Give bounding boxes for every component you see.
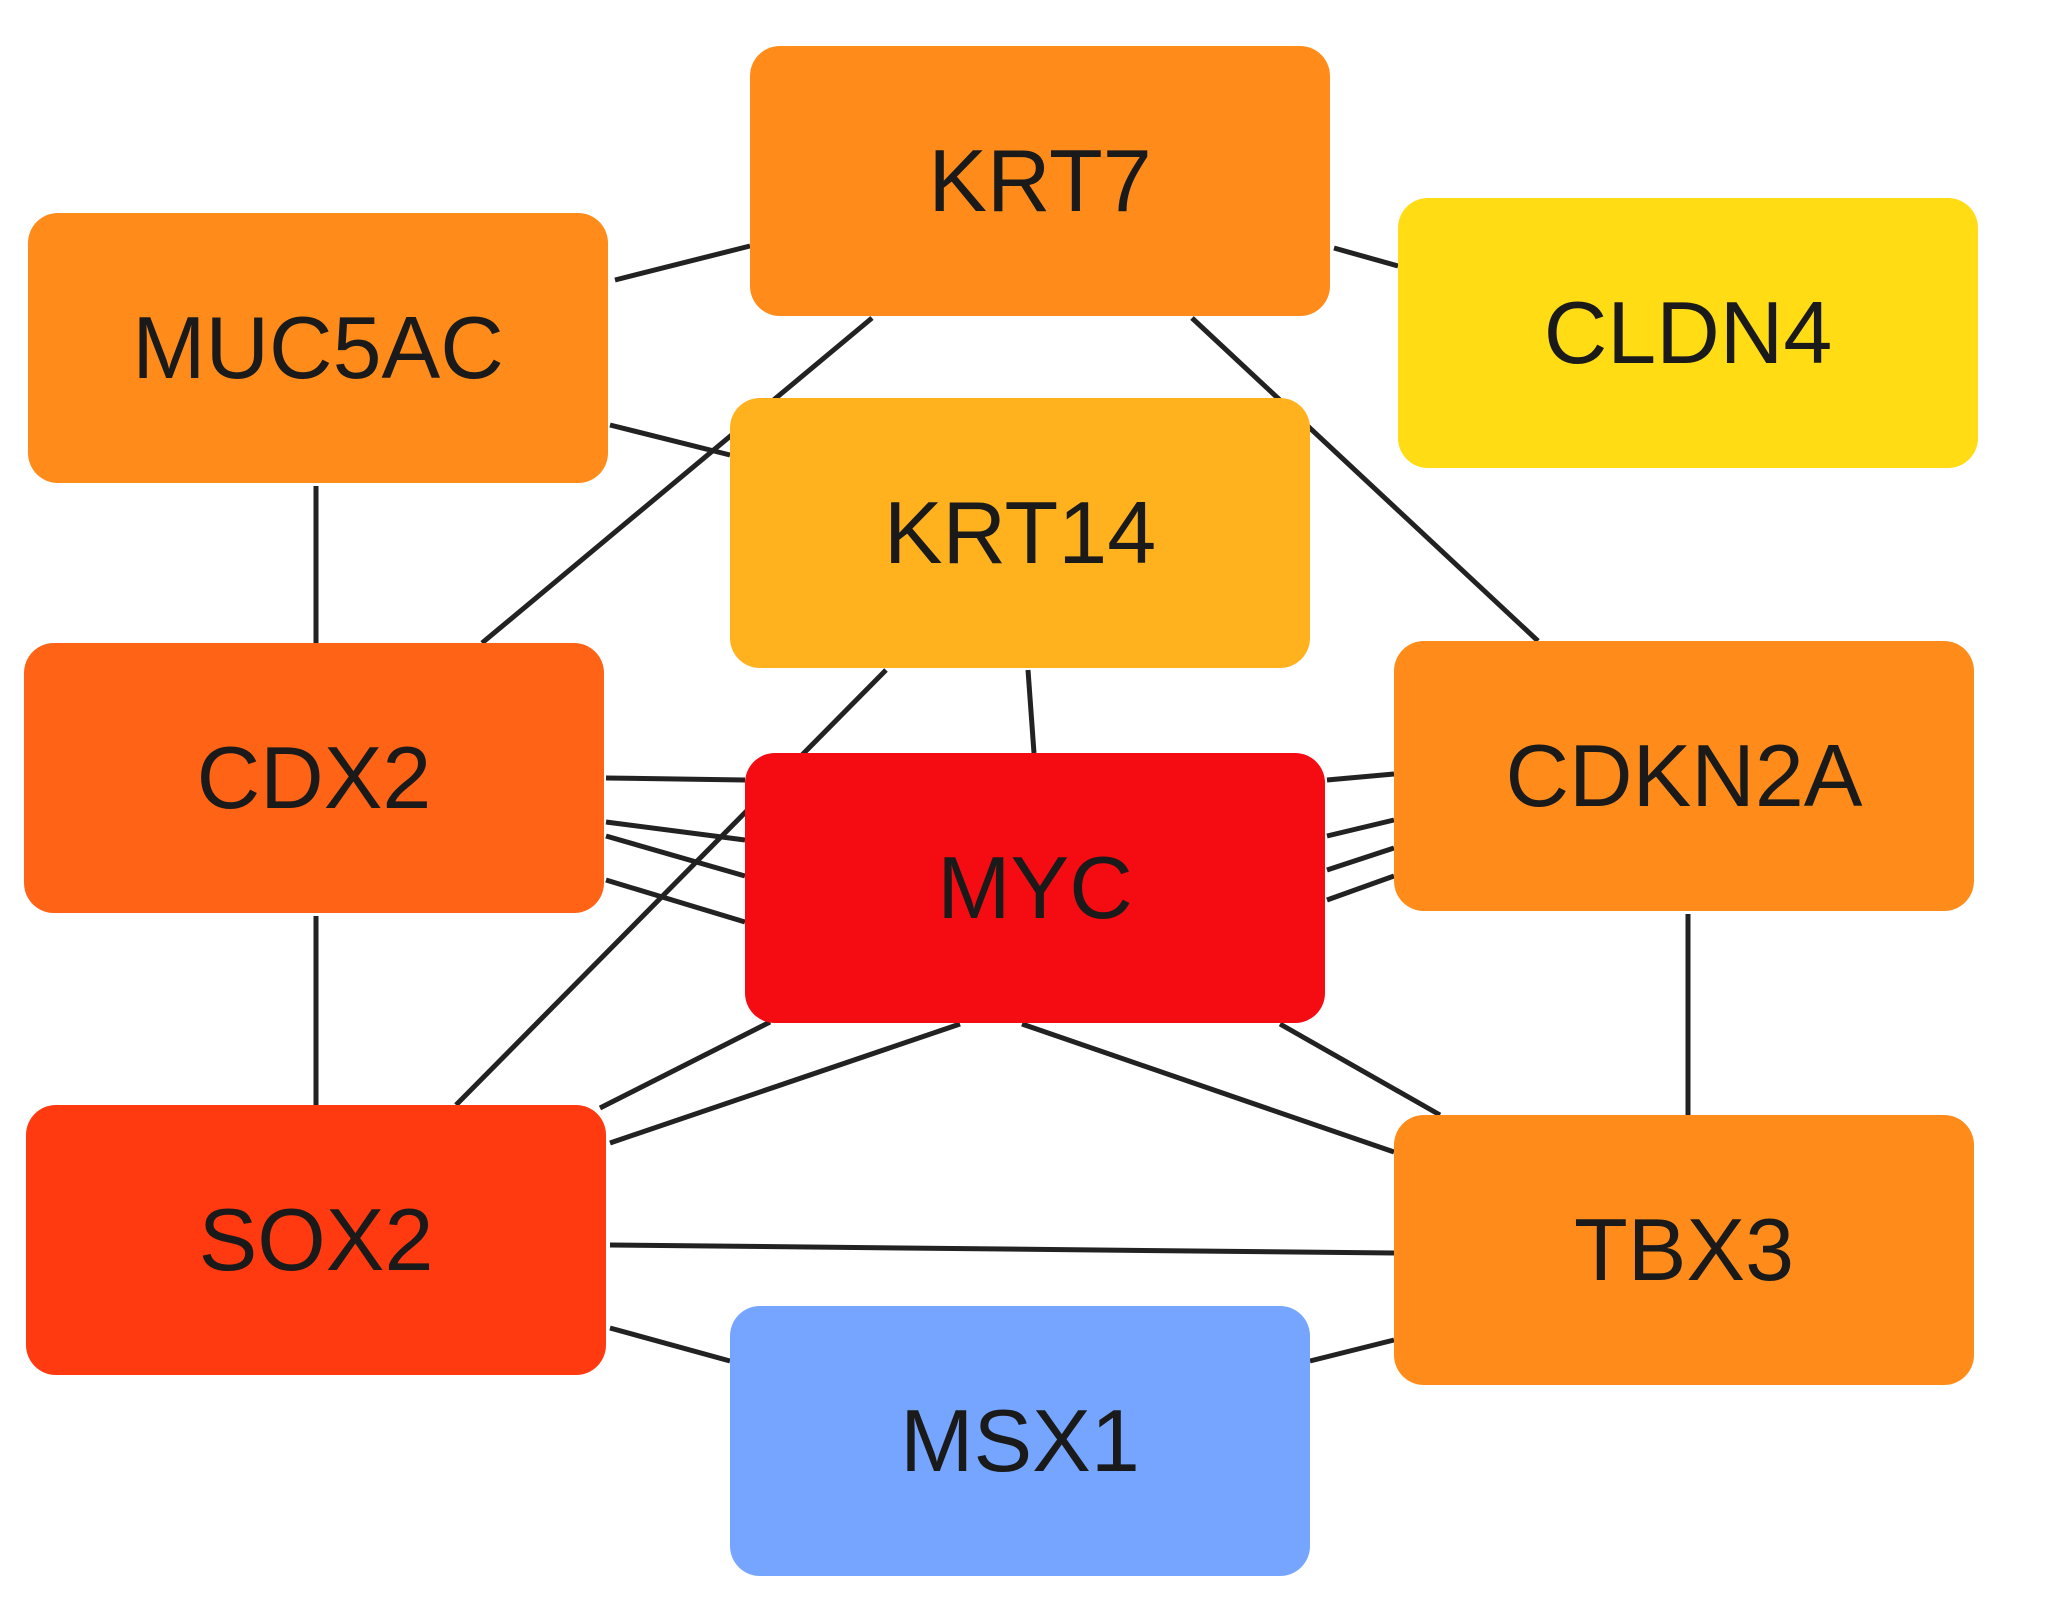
edge-myc-cdkn2a (1326, 771, 1395, 783)
node-cdkn2a[interactable]: CDKN2A (1394, 641, 1974, 911)
edge-myc-cdkn2a (1326, 873, 1395, 903)
edge-msx1-tbx3 (1309, 1337, 1395, 1364)
edge-sox2-tbx3 (609, 1242, 1395, 1256)
edge-krt14-myc (1025, 669, 1037, 754)
node-box[interactable] (24, 643, 604, 913)
edge-krt7-cdx2 (480, 316, 874, 645)
edge-krt14-sox2 (454, 668, 888, 1107)
edge-myc-cdkn2a (1326, 817, 1395, 839)
node-box[interactable] (750, 46, 1330, 316)
node-msx1[interactable]: MSX1 (730, 1306, 1310, 1576)
node-cldn4[interactable]: CLDN4 (1398, 198, 1978, 468)
node-label: SOX2 (199, 1190, 434, 1289)
node-label: TBX3 (1574, 1200, 1794, 1299)
node-box[interactable] (730, 398, 1310, 668)
node-label: CLDN4 (1544, 283, 1833, 382)
edge-myc-sox2 (598, 1019, 772, 1111)
node-cdx2[interactable]: CDX2 (24, 643, 604, 913)
edge-krt7-muc5ac (614, 243, 751, 283)
node-box[interactable] (26, 1105, 606, 1375)
node-box[interactable] (1394, 1115, 1974, 1385)
node-muc5ac[interactable]: MUC5AC (28, 213, 608, 483)
node-tbx3[interactable]: TBX3 (1394, 1115, 1974, 1385)
node-label: KRT7 (928, 131, 1151, 230)
node-myc[interactable]: MYC (745, 753, 1325, 1023)
edge-myc-sox2 (609, 1021, 961, 1146)
node-label: CDKN2A (1506, 726, 1863, 825)
node-krt7[interactable]: KRT7 (750, 46, 1330, 316)
node-box[interactable] (745, 753, 1325, 1023)
node-label: MYC (937, 838, 1133, 937)
edge-myc-tbx3 (1021, 1021, 1395, 1155)
edge-sox2-msx1 (609, 1325, 731, 1364)
node-label: MSX1 (900, 1391, 1140, 1490)
node-label: MUC5AC (132, 298, 504, 397)
edge-myc-cdkn2a (1326, 845, 1395, 873)
edge-myc-tbx3 (1278, 1021, 1442, 1118)
node-label: KRT14 (884, 483, 1156, 582)
edge-krt7-cldn4 (1333, 245, 1399, 269)
node-box[interactable] (28, 213, 608, 483)
node-box[interactable] (1394, 641, 1974, 911)
node-sox2[interactable]: SOX2 (26, 1105, 606, 1375)
edge-cdx2-myc (605, 775, 746, 783)
node-krt14[interactable]: KRT14 (730, 398, 1310, 668)
edge-cdx2-myc (605, 819, 746, 843)
node-label: CDX2 (197, 728, 432, 827)
edge-krt7-tbx3 (1190, 316, 1540, 643)
edges-layer (313, 243, 1691, 1364)
edge-muc5ac-krt14 (609, 422, 731, 458)
edge-cdx2-myc (605, 877, 746, 925)
node-box[interactable] (730, 1306, 1310, 1576)
node-box[interactable] (1398, 198, 1978, 468)
edge-cdx2-myc (605, 833, 746, 879)
